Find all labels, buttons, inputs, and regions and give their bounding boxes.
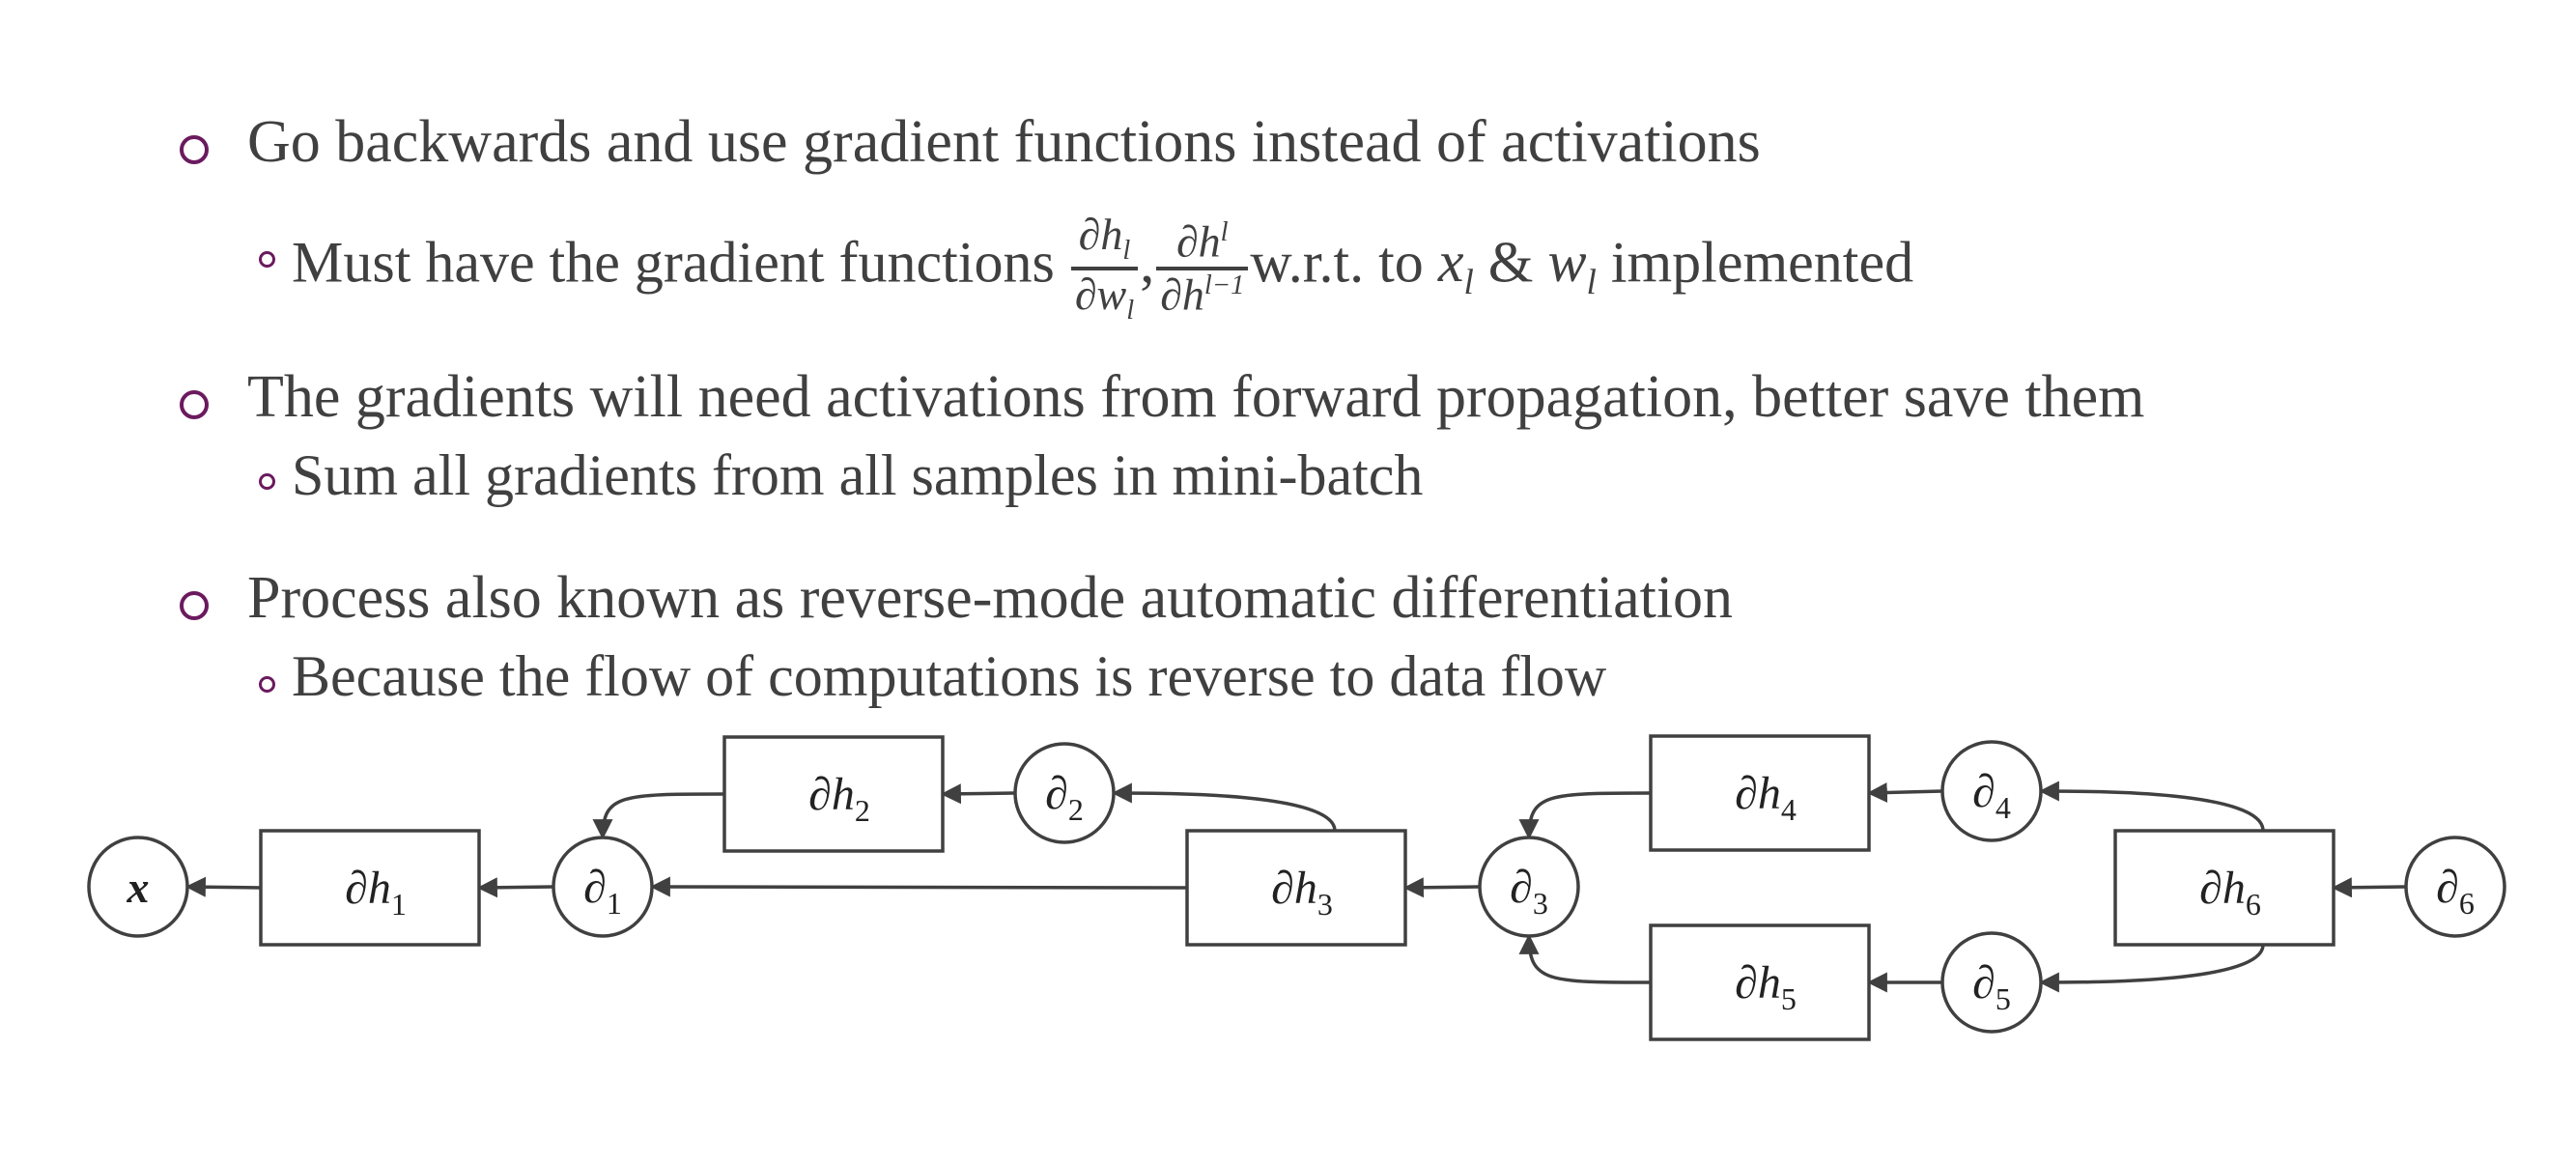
node-dh6: ∂h6: [2113, 829, 2335, 947]
node-d2: ∂2: [1013, 742, 1116, 844]
sub-text-suffix: implemented: [1610, 230, 1914, 295]
node-box: [1649, 923, 1871, 1041]
node-label: ∂h1: [345, 863, 407, 922]
node-circle: [1013, 742, 1116, 844]
node-box: [259, 829, 481, 947]
node-dh4: ∂h4: [1649, 734, 1871, 852]
node-dh2: ∂h2: [722, 735, 945, 853]
sub-bullet-marker: [259, 676, 275, 693]
fraction-dh-dhprev: ∂hl ∂hl−1: [1156, 215, 1249, 320]
edge-dh6-to-d4: [2038, 781, 2265, 832]
bullet-3-sub: Because the flow of computations is reve…: [292, 644, 1607, 708]
node-label: ∂6: [2436, 862, 2475, 921]
edge-d2-to-dh2: [940, 783, 1016, 805]
node-box: [2113, 829, 2335, 947]
edge-dh3-to-d2: [1111, 782, 1337, 832]
bullet-marker: [180, 390, 209, 419]
node-circle: [87, 836, 189, 938]
node-dh5: ∂h5: [1649, 923, 1871, 1041]
edge-dh5-to-d3: [1518, 933, 1652, 984]
node-circle: [552, 836, 654, 938]
node-label: ∂4: [1972, 766, 2011, 825]
var-w: wl: [1547, 230, 1596, 302]
node-circle: [2404, 836, 2506, 938]
sub-text-prefix: Must have the gradient functions: [292, 230, 1055, 295]
node-circle: [1940, 740, 2043, 842]
node-x: x: [87, 836, 189, 938]
edge-d3-to-dh3: [1402, 877, 1481, 898]
node-circle: [1478, 836, 1580, 938]
bullet-marker: [180, 591, 209, 620]
node-label: ∂1: [583, 862, 622, 921]
node-box: [1649, 734, 1871, 852]
var-x-sub: l: [1463, 263, 1474, 303]
node-circle: [1940, 931, 2043, 1034]
node-label: ∂3: [1510, 862, 1548, 921]
node-d4: ∂4: [1940, 740, 2043, 842]
var-x-base: x: [1437, 230, 1464, 295]
var-x: xl: [1437, 230, 1474, 302]
edge-dh4-to-d3: [1518, 791, 1652, 840]
edge-d6-to-dh6: [2331, 877, 2407, 898]
fraction-dh-dw: ∂hl ∂wl: [1070, 210, 1139, 326]
bullet-1-sub: Must have the gradient functions ∂hl ∂wl…: [292, 210, 1914, 326]
edge-dh3-to-d1: [649, 876, 1188, 897]
node-d3: ∂3: [1478, 836, 1580, 938]
node-label: ∂h3: [1271, 863, 1333, 922]
bullet-1-text: Go backwards and use gradient functions …: [247, 109, 1761, 175]
frac2-den: ∂h: [1160, 269, 1204, 319]
sub-bullet-marker: [259, 251, 275, 268]
edge-dh6-to-d5: [2038, 944, 2265, 993]
node-label: ∂5: [1972, 957, 2011, 1016]
node-label: ∂h6: [2199, 863, 2261, 922]
frac2-num-sup: l: [1220, 216, 1229, 247]
ampersand: &: [1487, 230, 1534, 295]
bullet-marker: [180, 135, 209, 164]
comma: ,: [1140, 230, 1155, 295]
frac2-num: ∂h: [1175, 215, 1221, 266]
node-dh3: ∂h3: [1185, 829, 1407, 947]
node-dh1: ∂h1: [259, 829, 481, 947]
frac2-den-sup: l−1: [1203, 270, 1245, 300]
var-w-base: w: [1547, 230, 1587, 295]
node-d1: ∂1: [552, 836, 654, 938]
node-box: [1185, 829, 1407, 947]
bullet-2-text: The gradients will need activations from…: [247, 364, 2145, 430]
frac1-num: ∂h: [1078, 210, 1123, 259]
node-label: x: [127, 863, 150, 912]
frac1-num-sub: l: [1122, 236, 1131, 267]
bullet-2-sub: Sum all gradients from all samples in mi…: [292, 443, 1424, 507]
node-d6: ∂6: [2404, 836, 2506, 938]
sub-bullet-marker: [259, 473, 275, 490]
edge-dh1-to-x: [184, 876, 262, 897]
node-box: [722, 735, 945, 853]
frac1-den: ∂w: [1074, 269, 1127, 319]
node-label: ∂h5: [1735, 957, 1797, 1016]
frac1-den-sub: l: [1126, 295, 1135, 326]
node-label: ∂h2: [808, 769, 870, 828]
wrt-text: w.r.t. to: [1250, 230, 1424, 295]
edge-dh2-to-d1: [592, 792, 725, 840]
bullet-3-text: Process also known as reverse-mode autom…: [247, 565, 1734, 631]
node-d5: ∂5: [1940, 931, 2043, 1034]
node-label: ∂h4: [1735, 768, 1797, 827]
node-label: ∂2: [1045, 768, 1084, 827]
edge-d4-to-dh4: [1866, 782, 1943, 803]
edge-d1-to-dh1: [476, 877, 554, 898]
var-w-sub: l: [1586, 263, 1597, 303]
